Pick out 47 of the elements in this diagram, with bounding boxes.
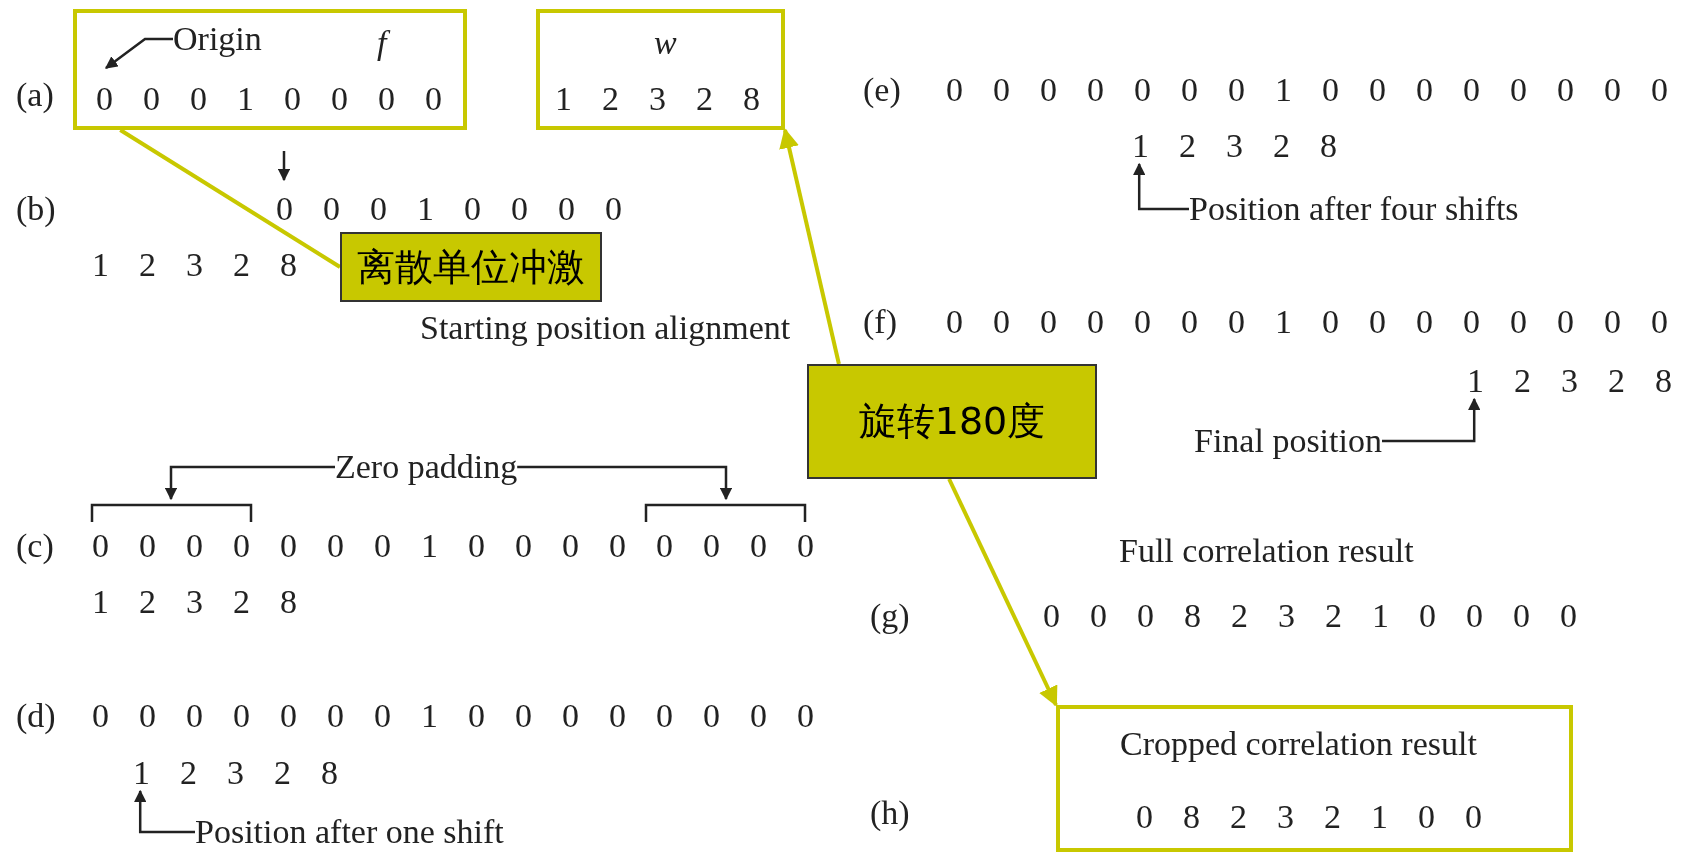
caption-text: Starting position alignment — [420, 308, 791, 348]
panel-label: (a) — [16, 75, 54, 115]
highlight-box — [536, 9, 785, 130]
arrow — [779, 128, 841, 365]
caption-text: Full correlation result — [1119, 531, 1414, 571]
caption-text: Final position — [1194, 421, 1382, 461]
caption-text: Position after four shifts — [1189, 189, 1519, 229]
number-sequence: 1 2 3 2 8 — [92, 245, 297, 285]
caption-text: Origin — [173, 19, 262, 59]
number-sequence: 0 0 0 0 0 0 0 1 0 0 0 0 0 0 0 0 — [92, 696, 814, 736]
panel-label: (d) — [16, 696, 56, 736]
highlight-box — [1056, 705, 1573, 852]
number-sequence: 1 2 3 2 8 — [1467, 361, 1672, 401]
panel-label: (g) — [870, 596, 910, 636]
arrow — [1132, 162, 1189, 211]
number-sequence: 1 2 3 2 8 — [92, 582, 297, 622]
caption-text: Zero padding — [335, 447, 518, 487]
number-sequence: 0 0 0 1 0 0 0 0 — [96, 79, 442, 119]
number-sequence: 0 0 0 0 0 0 0 1 0 0 0 0 0 0 0 0 — [946, 302, 1668, 342]
number-sequence: 0 0 0 1 0 0 0 0 — [276, 189, 622, 229]
number-sequence: 1 2 3 2 8 — [555, 79, 760, 119]
caption-text: Cropped correlation result — [1120, 724, 1477, 764]
number-sequence: 1 2 3 2 8 — [1132, 126, 1337, 166]
caption-text: Position after one shift — [195, 812, 504, 852]
callout-box — [340, 232, 602, 302]
highlight-box — [73, 9, 467, 130]
number-sequence: 0 8 2 3 2 1 0 0 — [1136, 797, 1482, 837]
number-sequence: 0 0 0 0 0 0 0 1 0 0 0 0 0 0 0 0 — [946, 70, 1668, 110]
panel-label: (b) — [16, 189, 56, 229]
arrow — [1382, 397, 1481, 443]
number-sequence: 0 0 0 0 0 0 0 1 0 0 0 0 0 0 0 0 — [92, 526, 814, 566]
panel-label: (f) — [863, 302, 897, 342]
arrow — [105, 37, 173, 69]
arrow — [517, 465, 733, 501]
panel-label: (e) — [863, 70, 901, 110]
arrow — [133, 789, 195, 834]
variable-name: w — [654, 23, 677, 63]
callout-text: 旋转180度 — [858, 398, 1046, 445]
arrow — [164, 465, 335, 501]
callout-text: 离散单位冲激 — [357, 243, 585, 291]
number-sequence: 1 2 3 2 8 — [133, 753, 338, 793]
callout-box — [807, 364, 1097, 479]
arrow — [947, 478, 1058, 707]
leader-line — [119, 128, 342, 269]
panel-label: (c) — [16, 526, 54, 566]
number-sequence: 0 0 0 8 2 3 2 1 0 0 0 0 — [1043, 596, 1577, 636]
panel-label: (h) — [870, 793, 910, 833]
